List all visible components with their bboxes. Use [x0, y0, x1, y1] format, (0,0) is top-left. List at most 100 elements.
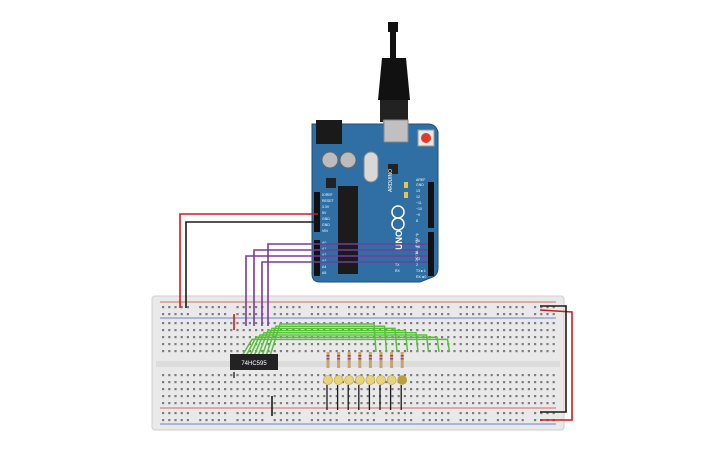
breadboard-hole[interactable] — [286, 374, 289, 377]
breadboard-hole[interactable] — [242, 313, 245, 316]
breadboard-hole[interactable] — [453, 336, 456, 339]
breadboard-hole[interactable] — [317, 343, 320, 346]
breadboard-hole[interactable] — [534, 395, 537, 398]
breadboard-hole[interactable] — [310, 388, 313, 391]
breadboard-hole[interactable] — [168, 388, 171, 391]
breadboard-hole[interactable] — [199, 388, 202, 391]
breadboard-hole[interactable] — [484, 343, 487, 346]
breadboard-hole[interactable] — [422, 306, 425, 309]
breadboard-hole[interactable] — [335, 306, 338, 309]
breadboard-hole[interactable] — [199, 343, 202, 346]
breadboard-hole[interactable] — [199, 374, 202, 377]
breadboard-hole[interactable] — [242, 374, 245, 377]
breadboard-hole[interactable] — [515, 374, 518, 377]
breadboard-hole[interactable] — [490, 374, 493, 377]
gnd-wire[interactable] — [185, 221, 318, 308]
breadboard-hole[interactable] — [248, 419, 251, 422]
breadboard-hole[interactable] — [335, 343, 338, 346]
breadboard-hole[interactable] — [503, 350, 506, 353]
led-link-wire[interactable] — [257, 329, 409, 357]
breadboard-hole[interactable] — [273, 388, 276, 391]
breadboard-hole[interactable] — [348, 313, 351, 316]
breadboard-hole[interactable] — [168, 306, 171, 309]
breadboard-hole[interactable] — [403, 388, 406, 391]
breadboard-hole[interactable] — [360, 313, 363, 316]
breadboard-hole[interactable] — [410, 343, 413, 346]
breadboard-hole[interactable] — [217, 329, 220, 332]
breadboard-hole[interactable] — [354, 402, 357, 405]
breadboard-hole[interactable] — [292, 306, 295, 309]
breadboard-hole[interactable] — [434, 343, 437, 346]
breadboard-hole[interactable] — [391, 412, 394, 415]
breadboard-hole[interactable] — [521, 395, 524, 398]
breadboard-hole[interactable] — [236, 412, 239, 415]
breadboard-hole[interactable] — [552, 306, 555, 309]
breadboard-hole[interactable] — [515, 350, 518, 353]
breadboard-hole[interactable] — [230, 350, 233, 353]
breadboard-hole[interactable] — [162, 402, 165, 405]
breadboard-hole[interactable] — [348, 395, 351, 398]
breadboard-hole[interactable] — [434, 388, 437, 391]
breadboard-hole[interactable] — [391, 306, 394, 309]
breadboard-hole[interactable] — [242, 395, 245, 398]
breadboard-hole[interactable] — [354, 343, 357, 346]
resistor[interactable] — [390, 352, 394, 368]
breadboard-hole[interactable] — [509, 322, 512, 325]
breadboard-hole[interactable] — [242, 381, 245, 384]
breadboard-hole[interactable] — [193, 395, 196, 398]
breadboard-hole[interactable] — [255, 395, 258, 398]
breadboard-hole[interactable] — [286, 388, 289, 391]
breadboard-hole[interactable] — [224, 329, 227, 332]
breadboard-hole[interactable] — [255, 402, 258, 405]
breadboard-hole[interactable] — [174, 329, 177, 332]
breadboard-hole[interactable] — [459, 374, 462, 377]
breadboard-hole[interactable] — [217, 374, 220, 377]
breadboard-hole[interactable] — [286, 412, 289, 415]
breadboard-hole[interactable] — [298, 412, 301, 415]
breadboard-hole[interactable] — [304, 343, 307, 346]
breadboard-hole[interactable] — [360, 412, 363, 415]
breadboard-hole[interactable] — [236, 419, 239, 422]
breadboard-hole[interactable] — [248, 329, 251, 332]
breadboard-hole[interactable] — [509, 381, 512, 384]
breadboard-hole[interactable] — [317, 374, 320, 377]
breadboard-hole[interactable] — [521, 306, 524, 309]
breadboard-hole[interactable] — [273, 374, 276, 377]
breadboard-hole[interactable] — [329, 306, 332, 309]
breadboard-hole[interactable] — [205, 313, 208, 316]
breadboard-hole[interactable] — [552, 313, 555, 316]
breadboard-hole[interactable] — [484, 374, 487, 377]
breadboard-hole[interactable] — [441, 381, 444, 384]
breadboard-hole[interactable] — [248, 313, 251, 316]
breadboard-hole[interactable] — [416, 395, 419, 398]
breadboard-hole[interactable] — [180, 313, 183, 316]
breadboard-hole[interactable] — [515, 313, 518, 316]
breadboard-hole[interactable] — [168, 374, 171, 377]
breadboard-hole[interactable] — [447, 419, 450, 422]
breadboard-hole[interactable] — [527, 374, 530, 377]
breadboard-hole[interactable] — [410, 374, 413, 377]
breadboard-hole[interactable] — [459, 419, 462, 422]
breadboard-hole[interactable] — [236, 381, 239, 384]
breadboard-hole[interactable] — [248, 388, 251, 391]
breadboard-hole[interactable] — [428, 388, 431, 391]
breadboard-hole[interactable] — [310, 395, 313, 398]
breadboard-hole[interactable] — [515, 336, 518, 339]
breadboard-hole[interactable] — [180, 336, 183, 339]
breadboard-hole[interactable] — [236, 395, 239, 398]
breadboard-hole[interactable] — [515, 322, 518, 325]
breadboard-hole[interactable] — [428, 350, 431, 353]
breadboard-hole[interactable] — [484, 412, 487, 415]
breadboard-hole[interactable] — [162, 350, 165, 353]
breadboard-hole[interactable] — [434, 313, 437, 316]
breadboard-hole[interactable] — [459, 350, 462, 353]
breadboard-hole[interactable] — [465, 336, 468, 339]
led[interactable] — [376, 375, 386, 385]
breadboard-hole[interactable] — [360, 419, 363, 422]
breadboard-hole[interactable] — [236, 313, 239, 316]
breadboard-hole[interactable] — [317, 350, 320, 353]
breadboard-hole[interactable] — [180, 388, 183, 391]
breadboard-hole[interactable] — [168, 402, 171, 405]
breadboard-hole[interactable] — [348, 350, 351, 353]
breadboard-hole[interactable] — [186, 374, 189, 377]
